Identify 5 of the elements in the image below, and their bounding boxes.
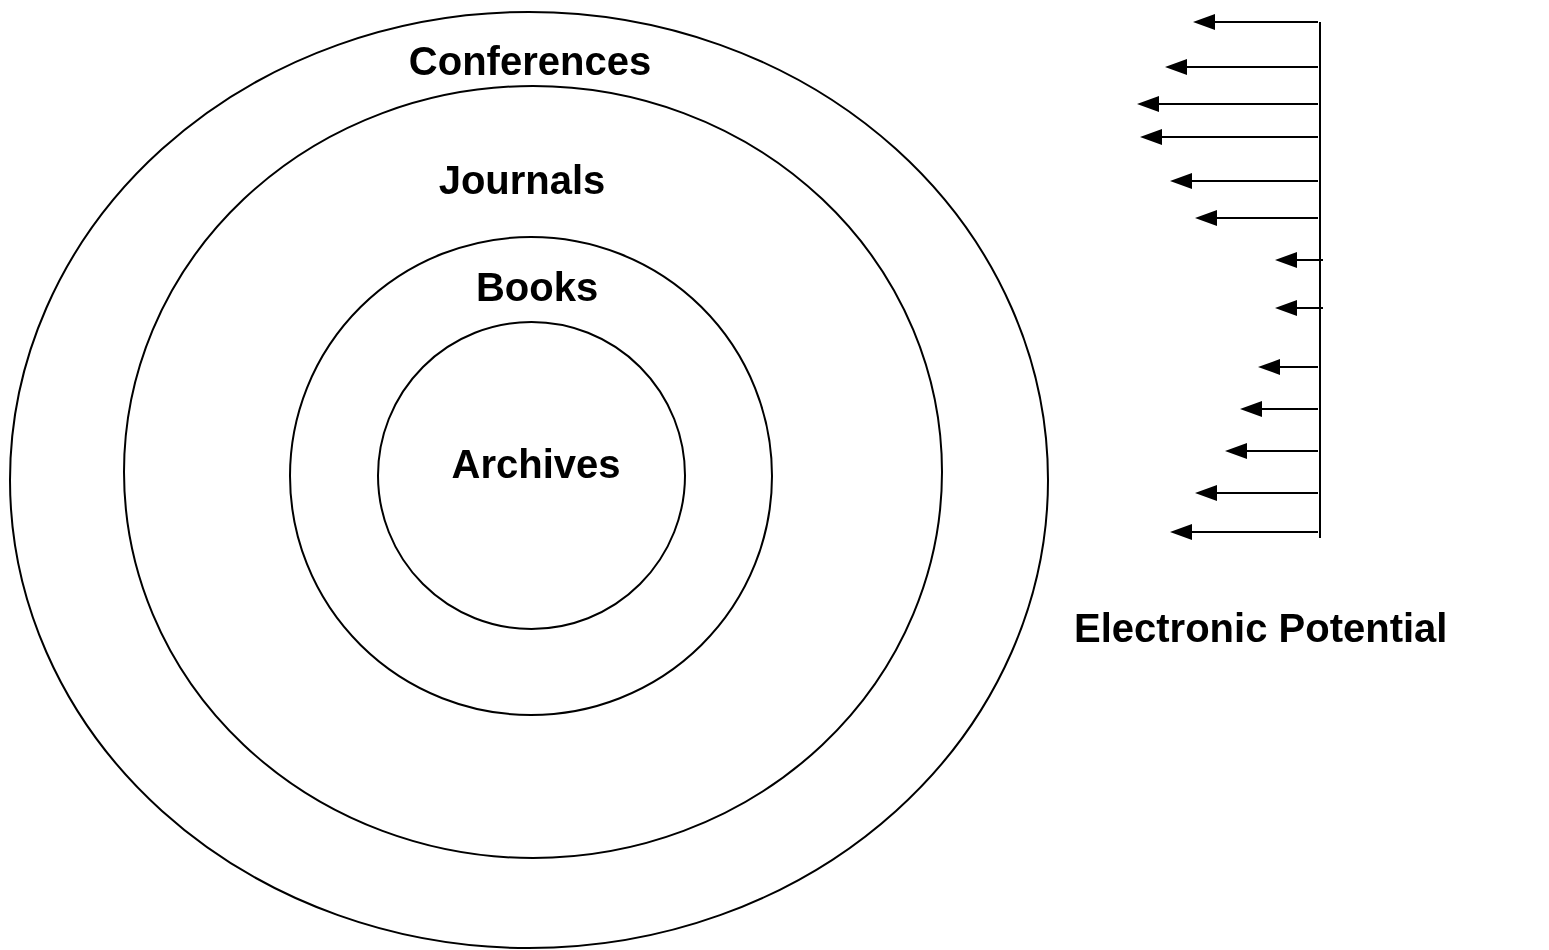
ring-label: Archives [451,441,621,487]
ring-label: Books [475,264,599,310]
ring-label: Conferences [408,38,652,84]
ring-label: Journals [438,157,606,203]
axis-label: Electronic Potential [1074,605,1448,651]
